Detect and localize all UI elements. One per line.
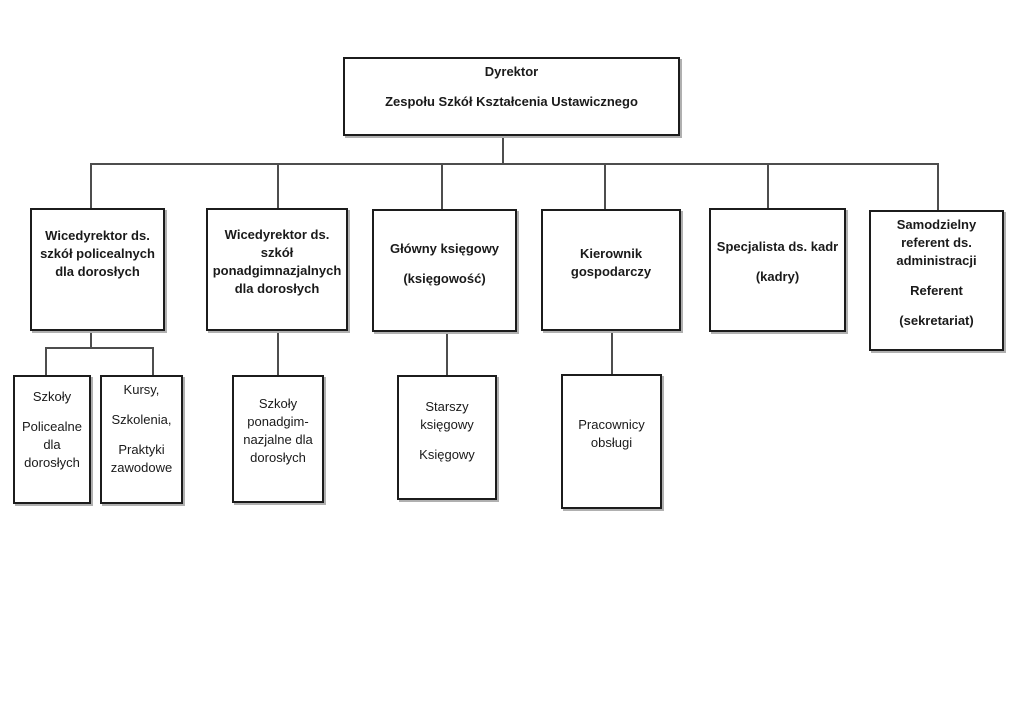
node-text: Wicedyrektor ds. szkół ponadgimnazjalnyc… (212, 227, 342, 296)
node-text: Policealne dla dorosłych (22, 419, 82, 470)
connector-drop-vice1 (90, 163, 92, 208)
node-text: Kursy, (123, 382, 160, 397)
node-szkoly-policealne: Szkoły Policealne dla dorosłych (13, 375, 91, 504)
connector-drop-specjalista (767, 163, 769, 208)
connector-vice1-branch (45, 347, 153, 349)
node-text: Starszy księgowy (420, 399, 474, 432)
node-text: Szkolenia, (111, 412, 172, 427)
node-text: Pracownicy obsługi (578, 417, 645, 450)
node-szkoly-ponadgimnazjalne: Szkoły ponadgim- nazjalne dla dorosłych (232, 375, 324, 503)
node-text: Główny księgowy (389, 241, 500, 256)
connector-drop-szkoly-ponadgimnazjalne (277, 331, 279, 375)
connector-drop-referent (937, 163, 939, 210)
node-text: Szkoły (32, 389, 72, 404)
node-text: (księgowość) (403, 271, 486, 286)
connector-drop-pracownicy (611, 331, 613, 374)
connector-drop-kierownik (604, 163, 606, 209)
node-text: Dyrektor (484, 64, 539, 79)
node-text: Księgowy (419, 447, 475, 462)
node-pracownicy-obslugi: Pracownicy obsługi (561, 374, 662, 509)
node-kierownik-gospodarczy: Kierownik gospodarczy (541, 209, 681, 331)
node-text: (sekretariat) (899, 313, 974, 328)
node-text: Szkoły ponadgim- nazjalne dla dorosłych (243, 396, 313, 465)
node-text: Kierownik gospodarczy (570, 246, 652, 279)
node-text: Specjalista ds. kadr (716, 239, 839, 254)
node-text: Referent (910, 283, 963, 298)
node-text: (kadry) (755, 269, 800, 284)
node-starszy-ksiegowy: Starszy księgowy Księgowy (397, 375, 497, 500)
connector-vice1-stem (90, 331, 92, 347)
node-kursy-szkolenia: Kursy, Szkolenia, Praktyki zawodowe (100, 375, 183, 504)
connector-root-stem (502, 136, 504, 163)
connector-drop-szkoly-policealne (45, 347, 47, 375)
connector-drop-ksiegowy (441, 163, 443, 209)
node-wicedyrektor-policealne: Wicedyrektor ds. szkół policealnych dla … (30, 208, 165, 331)
connector-drop-kursy (152, 347, 154, 375)
connector-level2-trunk (90, 163, 938, 165)
node-dyrektor: Dyrektor Zespołu Szkół Kształcenia Ustaw… (343, 57, 680, 136)
node-samodzielny-referent: Samodzielny referent ds. administracji R… (869, 210, 1004, 351)
connector-drop-vice2 (277, 163, 279, 208)
node-text: Praktyki zawodowe (110, 442, 173, 475)
node-glowny-ksiegowy: Główny księgowy (księgowość) (372, 209, 517, 332)
node-text: Zespołu Szkół Kształcenia Ustawicznego (385, 94, 638, 109)
node-specjalista-kadr: Specjalista ds. kadr (kadry) (709, 208, 846, 332)
connector-drop-starszy-ksiegowy (446, 332, 448, 375)
node-wicedyrektor-ponadgimnazjalne: Wicedyrektor ds. szkół ponadgimnazjalnyc… (206, 208, 348, 331)
node-text: Samodzielny referent ds. administracji (896, 217, 977, 268)
node-text: Wicedyrektor ds. szkół policealnych dla … (40, 228, 155, 279)
